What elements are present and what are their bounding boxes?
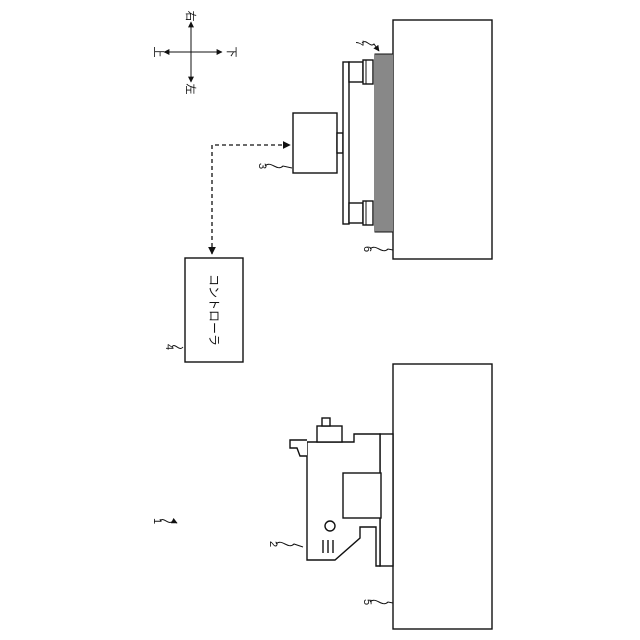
ref-1: 1 [151,518,177,524]
direction-indicator: 上 下 右 左 [152,11,238,95]
suction-pad-lower [349,201,373,225]
robot-side-hook [290,440,307,456]
gripper-plate [343,62,349,224]
ref-7: 7 [353,40,379,51]
gripper [293,60,373,225]
gripper-body [293,113,337,173]
direction-label-right: 右 [184,11,198,22]
robot-inner-window [343,473,381,518]
ref-label-system: 1 [151,518,163,524]
ref-5: 5 [361,599,393,605]
suction-pad-upper [349,60,373,84]
ref-label-sheet-stack: 7 [353,40,365,46]
direction-label-up: 上 [152,47,165,58]
robot-base-column [380,434,393,566]
ref-4: 4 [163,344,183,350]
ref-label-robot-table: 5 [361,599,373,605]
signal-line [212,145,290,254]
ref-label-gripper: 3 [256,163,268,169]
gripper-shaft [337,133,343,153]
robot-top-connector [317,426,342,442]
ref-label-robot: 2 [267,541,279,547]
ref-label-controller: 4 [163,344,175,350]
controller-label: コントローラ [207,274,221,346]
sheet-stack [375,54,393,232]
ref-label-stack-table: 6 [361,246,373,252]
ref-2: 2 [267,541,303,547]
direction-label-left: 左 [184,84,197,95]
stack-table [393,20,492,259]
robot-top-knob [322,418,330,426]
robot-table [393,364,492,629]
ref-6: 6 [361,246,393,252]
robot [290,418,393,566]
ref-3: 3 [256,163,292,169]
direction-label-down: 下 [225,47,238,58]
